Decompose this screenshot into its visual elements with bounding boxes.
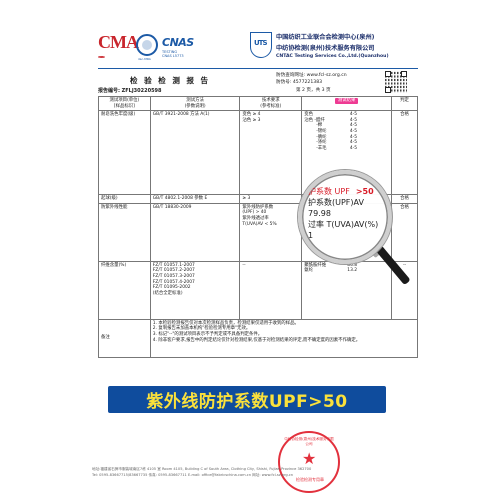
row-requirement: ≥ 3 (239, 194, 303, 204)
footer-contact: Tel: 0595-83667715/83667735 传真: 0595-836… (92, 473, 294, 477)
header-requirement: 技术要求(参考标准) (239, 95, 303, 112)
magnified-upf-line: 护系数 UPF>50 (308, 187, 374, 196)
header-method: 测试方法(参数说明) (149, 95, 241, 112)
page-indicator: 第 2 页，共 3 页 (296, 88, 331, 93)
footer-address: 地址:福建省石狮市服装城南区7栋 4105 室 Room 4105, Build… (92, 467, 312, 471)
row-requirement: 紫外线防护系数 (UPF) > 40 紫外线透过率 T(UVA)AV < 5% (239, 202, 303, 262)
header-verdict: 判定 (391, 95, 418, 112)
magnified-upf-av: 护系数(UPF)AV (308, 198, 364, 207)
ilac-mra-logo (136, 34, 158, 56)
upf-highlight-banner: 紫外线防护系数UPF>50 (108, 386, 386, 413)
row-method: GB/T 18830-2009 (149, 202, 241, 262)
magnified-uva-line: 过率 T(UVA)AV(%) (308, 220, 379, 229)
organization-name: 中国纺织工业联合会检测中心(泉州) 中纺协检测(泉州)技术服务有限公司 CNTA… (276, 32, 426, 59)
magnified-uva-value: 1 (308, 231, 314, 240)
org-name-2: 中纺协检测(泉州)技术服务有限公司 (276, 45, 375, 52)
row-requirement: -- (239, 260, 303, 320)
row-method: GB/T 3921-2008 方法 A(1) (149, 110, 241, 196)
anti-fake-info: 防伪查询网址: www.fcl-sz.org.cn 防伪号: 457722138… (276, 73, 347, 85)
cnas-subtext: TESTING CNAS L5773 (162, 50, 184, 58)
report-meta: 检 验 检 测 报 告 报告编号: ZFLJ30220598 防伪查询网址: w… (98, 68, 418, 94)
report-number: 报告编号: ZFLJ30220598 (98, 88, 162, 94)
row-method: FZ/T 01057.1-2007 FZ/T 01057.2-2007 FZ/T… (149, 260, 241, 320)
row-item: 耐皂洗色牢度(级) (98, 110, 151, 196)
org-name-1: 中国纺织工业联合会检测中心(泉州) (276, 34, 375, 41)
row-requirement: 变色 ≥ 4 沾色 ≥ 3 (239, 110, 303, 196)
qr-code-icon (385, 71, 407, 93)
uts-logo: UTS (250, 32, 272, 58)
row-verdict: 合格 (391, 202, 418, 262)
header-item: 测试项目(单位)[样品标识] (98, 95, 151, 112)
remarks-row: 备注 1. 本检验检测报告仅对本次检测样品负责，检测结果仅适用于收到的样品。 2… (98, 318, 419, 358)
cnas-logo: CNAS (162, 36, 194, 49)
table-row: 纤维含量(%) FZ/T 01057.1-2007 FZ/T 01057.2-2… (98, 260, 418, 320)
row-item: 防紫外线性能 (98, 202, 151, 262)
table-row: 耐皂洗色牢度(级) GB/T 3921-2008 方法 A(1) 变色 ≥ 4 … (98, 110, 418, 196)
magnified-upf-value: 79.98 (308, 209, 331, 218)
org-name-en: CNTAC Testing Services Co.,Ltd.(Quanzhou… (276, 54, 389, 59)
row-item: 纤维含量(%) (98, 260, 151, 320)
stamp-star-icon: ★ (302, 449, 317, 468)
table-header-row: 测试项目(单位)[样品标识] 测试方法(参数说明) 技术要求(参考标准) 测试结… (98, 95, 418, 112)
row-item: 起球(级) (98, 194, 151, 204)
row-verdict: 合格 (391, 194, 418, 204)
row-verdict: 合格 (391, 110, 418, 196)
page-footer: 地址:福建省石狮市服装城南区7栋 4105 室 Room 4105, Build… (92, 466, 422, 478)
ilac-mra-text: ilac-MRA (138, 57, 151, 61)
remarks-label: 备注 (98, 318, 151, 358)
report-title: 检 验 检 测 报 告 (130, 76, 211, 85)
row-method: GB/T 4802.1-2008 参数 E (149, 194, 241, 204)
remarks-list: 1. 本检验检测报告仅对本次检测样品负责，检测结果仅适用于收到的样品。 2. 复… (149, 318, 419, 358)
magnifier-lens: 护系数 UPF>50 护系数(UPF)AV 79.98 过率 T(UVA)AV(… (298, 170, 392, 264)
header-result: 测试结果 (301, 95, 393, 112)
official-stamp: 中纺协检测(泉州)技术服务有限公司 ★ 检验检测专用章 (278, 431, 340, 493)
